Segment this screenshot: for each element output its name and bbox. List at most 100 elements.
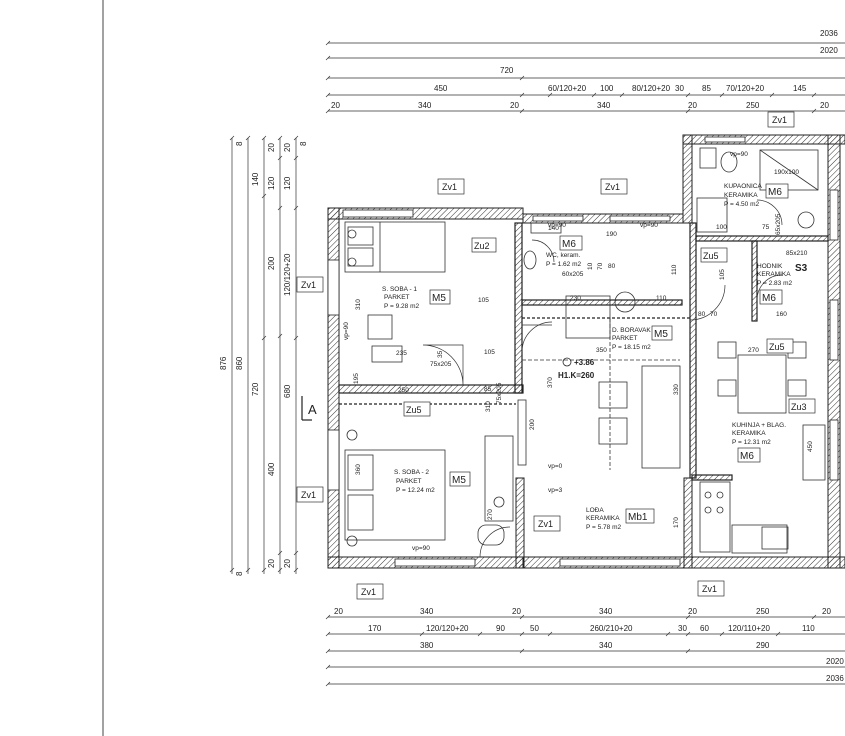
left-dim-720: 720 [251,382,260,396]
top-dim-c-340a: 340 [418,101,432,110]
svg-text:140: 140 [548,225,559,232]
svg-text:KERAMIKA: KERAMIKA [757,271,791,278]
top-dim-overall-1: 2036 [820,29,838,38]
svg-text:KUHINJA + BLAG.: KUHINJA + BLAG. [732,422,786,429]
wall-tag-4: Zv1 [301,280,316,290]
top-dim-c-250: 250 [746,101,760,110]
top-dimension-lines [328,42,845,112]
svg-text:M6: M6 [740,451,754,462]
svg-text:110: 110 [671,264,678,275]
left-dim-d-200: 200 [267,256,276,270]
svg-text:M5: M5 [452,475,466,486]
svg-text:S. SOBA - 1: S. SOBA - 1 [382,286,417,293]
door-swings [422,199,783,558]
svg-text:105: 105 [478,297,489,304]
left-dim-140: 140 [251,172,260,186]
svg-text:100: 100 [716,224,727,231]
svg-text:330: 330 [673,384,680,395]
svg-text:KUPAONICA: KUPAONICA [724,183,762,190]
room-label-bedroom-2: S. SOBA - 2 PARKET P = 12.24 m2 M5 [394,469,471,494]
sill-note-2: vp=90 [640,222,658,229]
room-label-bathroom: KUPAONICA KERAMIKA P = 4.50 m2 M6 [724,183,789,208]
bottom-dim-b-50: 50 [530,624,539,633]
section-marker-label: A [308,402,317,417]
bottom-dim-c-290: 290 [756,641,770,650]
interior-partitions [338,222,829,481]
partition-tags [403,237,816,417]
top-dim-100: 100 [600,84,614,93]
left-dim-e-20a: 20 [283,143,292,152]
left-dim-d-20b: 20 [267,559,276,568]
svg-text:WC, keram.: WC, keram. [546,252,581,259]
left-dim-8-bottom: 8 [235,571,244,576]
svg-text:P = 12.24 m2: P = 12.24 m2 [396,487,435,494]
top-dim-c-20b: 20 [510,101,519,110]
bottom-dim-a-340a: 340 [420,607,434,616]
bottom-dim-b-170: 170 [368,624,382,633]
svg-text:270: 270 [487,509,494,520]
living-furniture [517,291,681,470]
wall-tag-8: Zv1 [702,584,717,594]
svg-text:190: 190 [606,231,617,238]
bottom-dim-b-90: 90 [496,624,505,633]
svg-text:P = 12.31 m2: P = 12.31 m2 [732,439,771,446]
top-dim-80-120: 80/120+20 [632,84,671,93]
svg-text:P = 1.62 m2: P = 1.62 m2 [546,261,581,268]
top-dim-c-20d: 20 [820,101,829,110]
bottom-dim-c-380: 380 [420,641,434,650]
svg-text:35: 35 [437,350,444,358]
svg-text:105: 105 [484,349,495,356]
svg-text:250: 250 [398,387,409,394]
svg-text:80: 80 [698,311,706,318]
wc-furniture [523,147,819,270]
bottom-dim-b-30: 30 [678,624,687,633]
level-height: H1.K=260 [558,371,595,380]
svg-text:Mb1: Mb1 [628,512,648,523]
top-dim-c-340b: 340 [597,101,611,110]
bottom-dim-a-20a: 20 [334,607,343,616]
room-label-kitchen: KUHINJA + BLAG. KERAMIKA P = 12.31 m2 M6 [732,422,786,463]
top-dim-c-20a: 20 [331,101,340,110]
left-dim-e-120-120: 120/120+20 [283,253,292,296]
sill-note-4: vp=90 [548,222,566,229]
top-dim-30: 30 [675,84,684,93]
opening-60x205: 60x205 [562,271,584,278]
wall-tag-3: Zv1 [772,115,787,125]
sill-note-6: vp=3 [548,487,563,494]
svg-text:M6: M6 [762,293,776,304]
bottom-dim-b-260-210: 260/210+20 [590,624,633,633]
left-dim-d-400: 400 [267,462,276,476]
svg-text:PARKET: PARKET [612,335,638,342]
svg-text:80: 80 [608,263,616,270]
svg-text:M5: M5 [654,329,668,340]
left-dim-e-20b: 20 [283,559,292,568]
level-elevation: +3.86 [574,358,595,367]
svg-text:PARKET: PARKET [396,478,422,485]
bed-1 [344,221,446,363]
bottom-dim-overall-1: 2020 [826,657,844,666]
wall-tag-1: Zv1 [442,182,457,192]
svg-text:110: 110 [656,295,667,302]
opening-65x205: 65x205 [775,213,782,235]
bottom-dim-c-340: 340 [599,641,613,650]
room-label-loggia: LOĐA KERAMIKA P = 5.78 m2 Mb1 [586,507,655,531]
top-dim-85: 85 [702,84,711,93]
partition-tag-zu5-b: Zu5 [703,251,719,261]
svg-text:195: 195 [353,373,360,384]
bottom-dim-a-20c: 20 [688,607,697,616]
svg-text:450: 450 [807,441,814,452]
svg-text:10: 10 [587,262,594,270]
room-label-living: D. BORAVAK PARKET P = 18.15 m2 M5 [612,325,673,351]
left-dim-876: 876 [219,356,228,370]
svg-text:200: 200 [529,419,536,430]
left-dim-e-120: 120 [283,176,292,190]
svg-text:370: 370 [547,377,554,388]
svg-text:PARKET: PARKET [384,294,410,301]
wall-tag-7: Zv1 [361,587,376,597]
sill-note-1: vp=90 [343,322,350,340]
windows [327,136,839,567]
room-label-hallway: HODNIK KERAMIKA P = 2.83 m2 M6 [757,263,792,305]
top-dim-70-120: 70/120+20 [726,84,765,93]
svg-text:P = 5.78 m2: P = 5.78 m2 [586,524,621,531]
room-label-bedroom-1: S. SOBA - 1 PARKET P = 9.28 m2 M5 [382,286,451,310]
